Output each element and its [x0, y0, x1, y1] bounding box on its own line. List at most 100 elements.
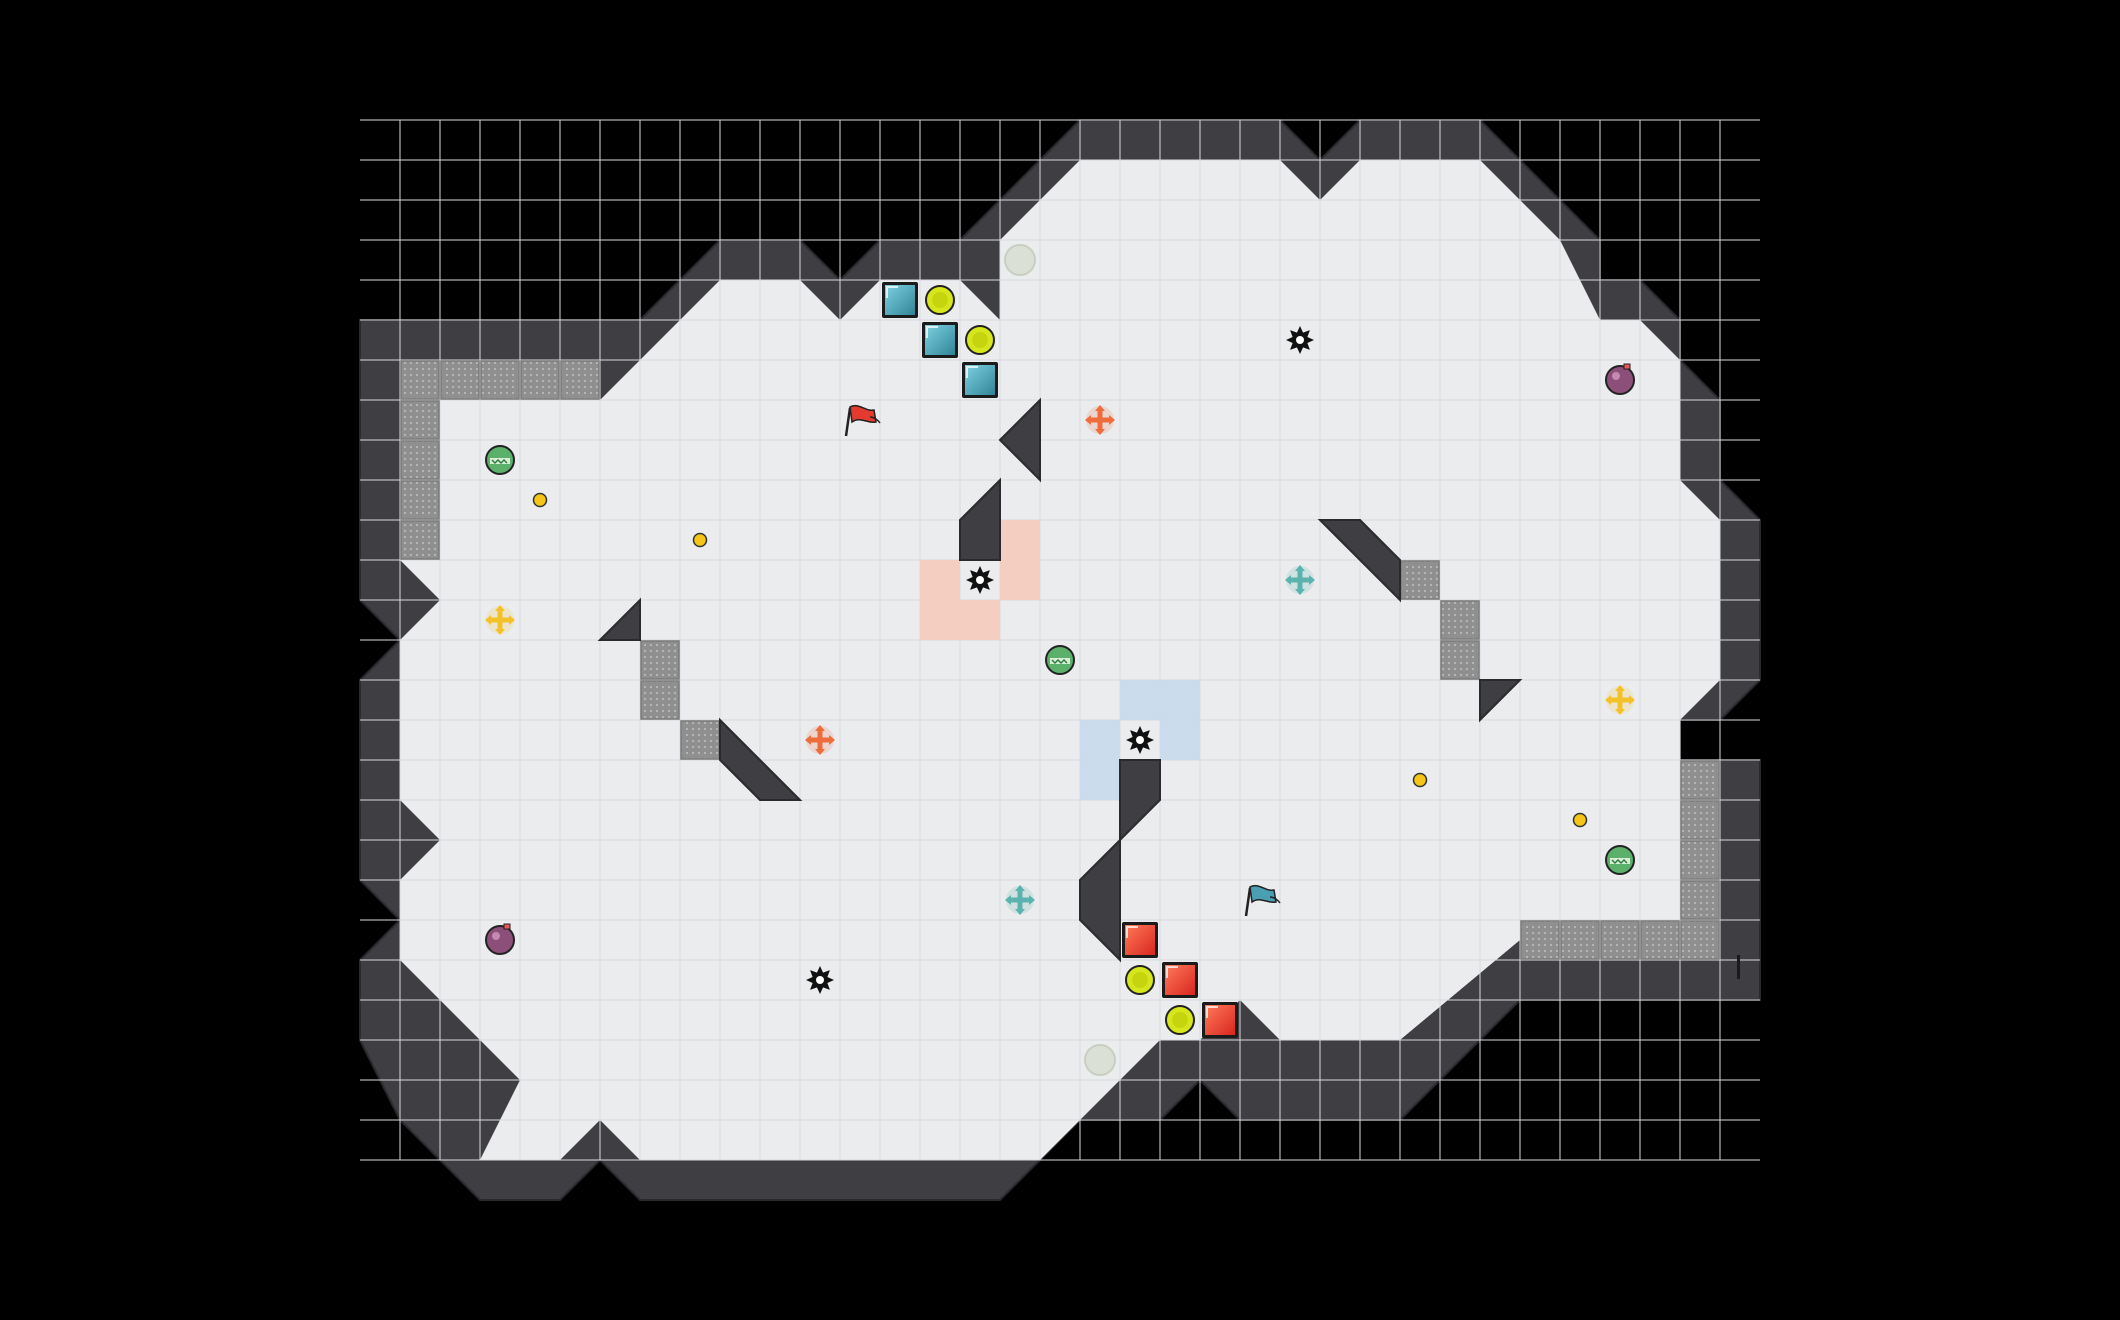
red-team-tile	[1202, 1002, 1238, 1038]
move-arrows-tips	[805, 725, 835, 755]
metal-block	[400, 440, 440, 480]
inner-wall	[1317, 519, 1401, 603]
metal-block	[1680, 840, 1720, 880]
inner-wall	[1079, 837, 1121, 963]
metal-block	[1680, 920, 1720, 960]
team-tile-shine	[886, 286, 898, 298]
blue-zone-tile	[1160, 720, 1200, 760]
metal-block	[520, 360, 560, 400]
inner-wall	[1479, 679, 1523, 723]
powerup-icon	[485, 445, 515, 475]
coin-icon	[1572, 812, 1588, 828]
move-arrows-shape	[490, 610, 510, 630]
move-arrows-icon	[485, 605, 515, 635]
metal-block	[680, 720, 720, 760]
metal-block	[400, 400, 440, 440]
flag-icon[interactable]	[844, 404, 881, 437]
bomb-body	[1605, 365, 1635, 395]
bomb-icon	[1605, 363, 1635, 395]
metal-block	[440, 360, 480, 400]
powerup-zigzag	[1051, 658, 1068, 665]
metal-block	[400, 520, 440, 560]
metal-block	[640, 680, 680, 720]
spike-core	[976, 576, 984, 584]
spike-mine-icon	[1286, 326, 1314, 354]
metal-block	[1680, 800, 1720, 840]
team-tile-shine	[1206, 1006, 1218, 1018]
red-team-tile	[1122, 922, 1158, 958]
boost-pad-icon	[1125, 965, 1155, 995]
red-zone-tile	[960, 600, 1000, 640]
team-tile-face	[1125, 925, 1155, 955]
move-arrows-shape	[1610, 690, 1630, 710]
blue-zone-tile	[1160, 680, 1200, 720]
move-arrows-tips	[485, 605, 515, 635]
metal-block	[1680, 760, 1720, 800]
flag-cloth	[1249, 884, 1277, 904]
portal-pad-icon	[1084, 1044, 1116, 1076]
move-arrows-shape	[810, 730, 830, 750]
metal-block	[560, 360, 600, 400]
boost-pad-icon	[1165, 1005, 1195, 1035]
metal-block	[1560, 920, 1600, 960]
coin-icon	[532, 492, 548, 508]
powerup-icon	[1045, 645, 1075, 675]
boost-pad-icon	[965, 325, 995, 355]
move-arrows-icon	[805, 725, 835, 755]
spike-mine-icon	[966, 566, 994, 594]
team-tile-face	[1165, 965, 1195, 995]
metal-block	[1400, 560, 1440, 600]
move-arrows-icon	[1285, 565, 1315, 595]
metal-block	[480, 360, 520, 400]
blue-zone-tile	[1080, 760, 1120, 800]
metal-block	[400, 480, 440, 520]
metal-blocks	[400, 360, 1720, 960]
inner-wall	[1119, 759, 1161, 843]
entities	[485, 244, 1740, 1076]
flag-pole	[1244, 887, 1252, 917]
boost-center	[1132, 972, 1148, 988]
move-arrows-icon	[1085, 405, 1115, 435]
move-arrows-tips	[1005, 885, 1035, 915]
metal-block	[1600, 920, 1640, 960]
inner-wall	[719, 717, 803, 801]
flag-tail	[869, 416, 881, 424]
metal-block	[1440, 600, 1480, 640]
inner-wall	[959, 477, 1001, 561]
team-tile-face	[965, 365, 995, 395]
red-zone-tile	[920, 600, 960, 640]
move-arrows-icon	[1005, 885, 1035, 915]
blue-team-tile	[922, 322, 958, 358]
blue-team-tile	[962, 362, 998, 398]
flag-pole	[844, 407, 852, 437]
team-tile-face	[925, 325, 955, 355]
powerup-zigzag	[491, 458, 508, 465]
inner-walls	[597, 397, 1523, 963]
metal-block	[400, 360, 440, 400]
team-tile-shine	[926, 326, 938, 338]
move-arrows-shape	[1010, 890, 1030, 910]
move-arrows-shape	[1290, 570, 1310, 590]
metal-block	[640, 640, 680, 680]
move-arrows-tips	[1605, 685, 1635, 715]
boost-pad-icon	[925, 285, 955, 315]
move-arrows-shape	[1090, 410, 1110, 430]
move-arrows-icon	[1605, 685, 1635, 715]
metal-block	[1440, 640, 1480, 680]
spike-mine-icon	[1126, 726, 1154, 754]
bomb-icon	[485, 923, 515, 955]
flag-cloth	[849, 404, 877, 424]
flag-tail	[1269, 896, 1281, 904]
red-zone-tile	[1000, 520, 1040, 560]
move-arrows-tips	[1285, 565, 1315, 595]
bomb-fuse	[503, 923, 511, 930]
flag-icon[interactable]	[1244, 884, 1281, 917]
metal-block	[1520, 920, 1560, 960]
coin-icon	[692, 532, 708, 548]
boost-center	[1172, 1012, 1188, 1028]
spike-core	[1136, 736, 1144, 744]
spike-core	[1296, 336, 1304, 344]
portal-pad-icon	[1004, 244, 1036, 276]
red-zone-tile	[920, 560, 960, 600]
